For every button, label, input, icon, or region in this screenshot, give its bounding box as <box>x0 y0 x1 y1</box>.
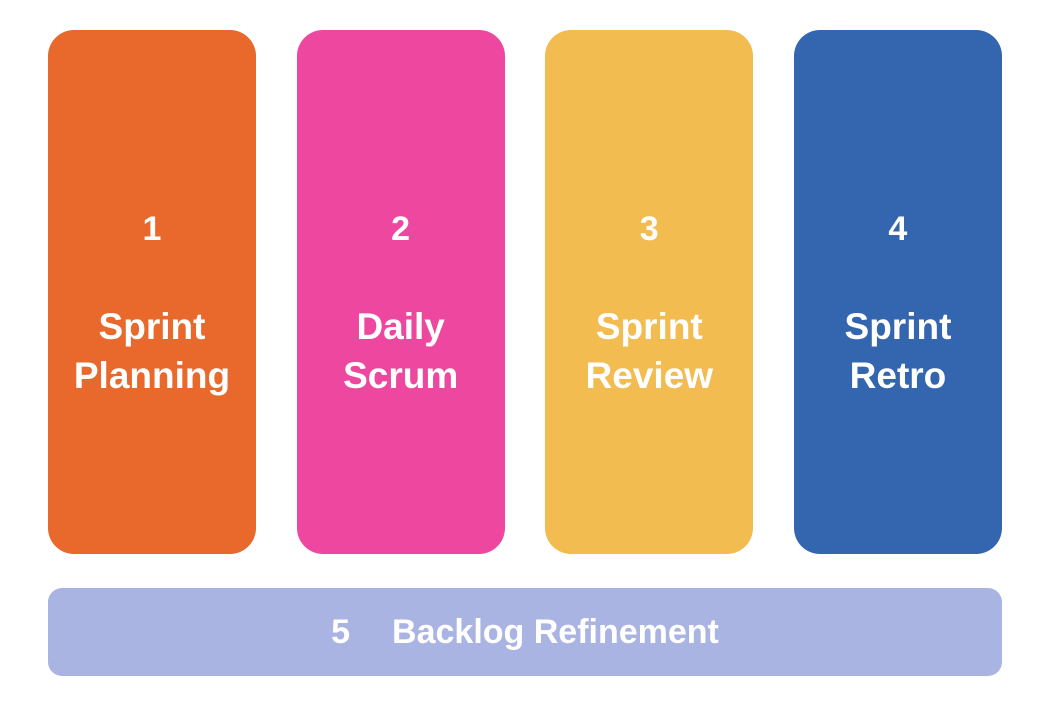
event-card-daily-scrum[interactable]: 2 Daily Scrum <box>296 30 505 554</box>
event-card-label: Sprint Planning <box>73 306 231 397</box>
event-card-label: Daily Scrum <box>343 306 459 397</box>
event-card-sprint-review[interactable]: 3 Sprint Review <box>545 30 754 554</box>
event-card-number: 4 <box>888 210 908 248</box>
event-card-number: 2 <box>391 210 411 248</box>
event-card-sprint-retro[interactable]: 4 Sprint Retro <box>793 30 1002 554</box>
event-cards-row: 1 Sprint Planning 2 Daily Scrum 3 Sprint… <box>48 30 1002 554</box>
event-bar-backlog-refinement[interactable]: 5 Backlog Refinement <box>48 588 1002 676</box>
event-card-number: 3 <box>639 210 659 248</box>
event-card-label: Sprint Retro <box>844 306 952 397</box>
event-card-number: 1 <box>142 210 162 248</box>
event-bar-number: 5 <box>331 613 351 651</box>
event-card-sprint-planning[interactable]: 1 Sprint Planning <box>48 30 256 554</box>
event-bar-label: Backlog Refinement <box>392 613 719 651</box>
event-card-label: Sprint Review <box>585 306 714 397</box>
